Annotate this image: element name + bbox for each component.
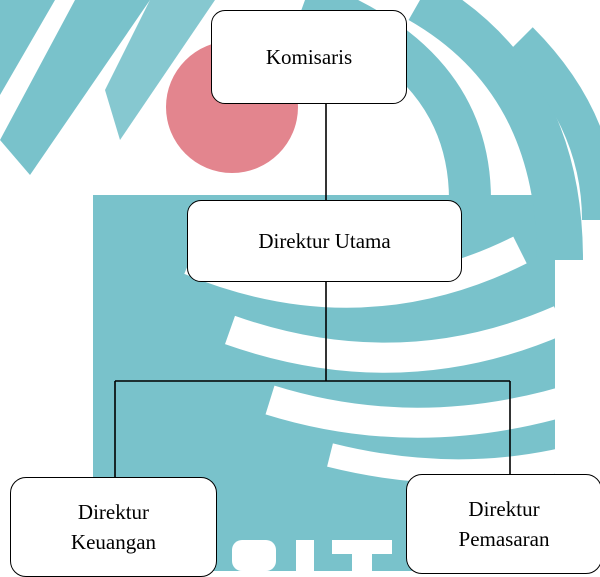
node-label: Direktur Pemasaran	[458, 497, 550, 551]
node-direktur-pemasaran: Direktur Pemasaran	[406, 474, 600, 574]
node-label: Komisaris	[265, 45, 353, 69]
node-label: Direktur Keuangan	[70, 500, 157, 554]
watermark-letter	[332, 540, 392, 554]
watermark-letter	[296, 540, 314, 571]
watermark-letter	[352, 554, 372, 571]
watermark-arc	[408, 0, 583, 261]
watermark-letter	[232, 540, 276, 571]
watermark-arc	[327, 438, 600, 484]
watermark-wedge	[105, 0, 215, 140]
node-label: Direktur Utama	[258, 229, 391, 253]
node-direktur-utama: Direktur Utama	[187, 200, 462, 282]
watermark-arc	[225, 306, 567, 373]
node-direktur-keuangan: Direktur Keuangan	[10, 477, 217, 577]
watermark-wedge	[0, 0, 55, 95]
watermark-wedge	[0, 0, 150, 175]
watermark-arc	[507, 27, 600, 221]
node-komisaris: Komisaris	[211, 10, 407, 104]
watermark-arc	[265, 375, 600, 438]
